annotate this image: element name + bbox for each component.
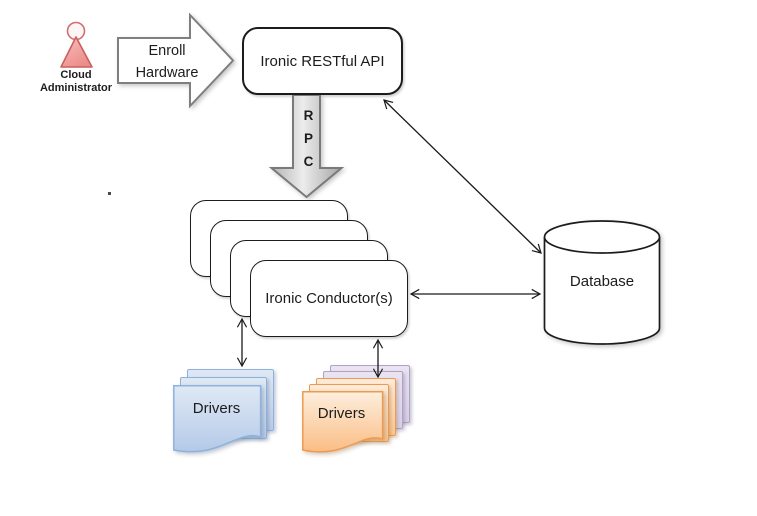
ironic-restful-api-box: Ironic RESTful API <box>242 27 403 95</box>
drivers-orange-label: Drivers <box>317 404 366 422</box>
drivers-blue-stack: Drivers <box>173 369 283 469</box>
actor-label-line2: Administrator <box>39 82 113 94</box>
enroll-label-line2: Hardware <box>135 65 199 81</box>
actor-label-line1: Cloud <box>60 69 92 81</box>
rpc-letter-p: P <box>303 131 313 146</box>
database-cylinder: Database <box>543 219 661 346</box>
enroll-hardware-label: Enroll Hardware <box>117 40 217 84</box>
cloud-administrator-label: Cloud Administrator <box>16 69 136 95</box>
rpc-letter-c: C <box>303 154 314 169</box>
cloud-administrator-icon <box>60 21 93 68</box>
drivers-blue-label: Drivers <box>192 399 241 417</box>
conductor-box-front: Ironic Conductor(s) <box>250 260 408 337</box>
enroll-label-line1: Enroll <box>148 43 186 59</box>
rpc-letter-r: R <box>303 108 314 123</box>
database-cylinder-shape <box>543 220 661 345</box>
arrow-api-database <box>383 99 542 254</box>
rpc-label: R P C <box>296 104 321 173</box>
stray-dot <box>108 192 111 195</box>
drivers-orange-page-front <box>302 391 384 453</box>
drivers-blue-page-front <box>173 385 262 453</box>
drivers-orange-stack: Drivers <box>302 365 417 465</box>
rpc-arrow <box>268 95 345 199</box>
api-label: Ironic RESTful API <box>260 52 385 70</box>
actor-body <box>60 36 93 68</box>
conductor-label: Ironic Conductor(s) <box>265 290 393 307</box>
enroll-hardware-arrow <box>117 13 235 109</box>
database-label: Database <box>569 272 635 290</box>
